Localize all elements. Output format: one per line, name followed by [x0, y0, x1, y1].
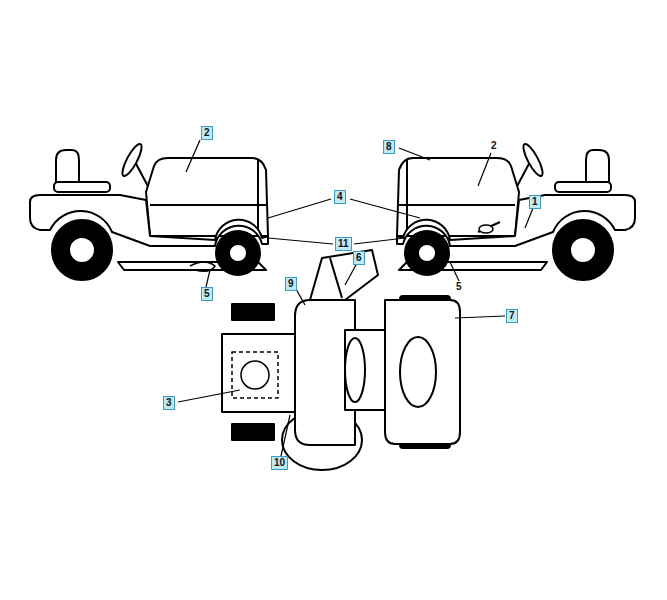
callout-number: 11 — [335, 237, 352, 251]
callout-number: 7 — [506, 309, 518, 323]
callout-number: 3 — [163, 396, 175, 410]
callout-number: 4 — [334, 190, 346, 204]
callout-number: 5 — [201, 287, 213, 301]
callout-number: 8 — [383, 140, 395, 154]
callout-number: 1 — [529, 195, 541, 209]
callout-number: 5 — [455, 281, 463, 293]
callout-number: 2 — [201, 126, 213, 140]
callout-number: 10 — [271, 456, 288, 470]
callout-number: 9 — [285, 277, 297, 291]
callout-number: 2 — [490, 140, 498, 152]
callout-number: 6 — [353, 251, 365, 265]
